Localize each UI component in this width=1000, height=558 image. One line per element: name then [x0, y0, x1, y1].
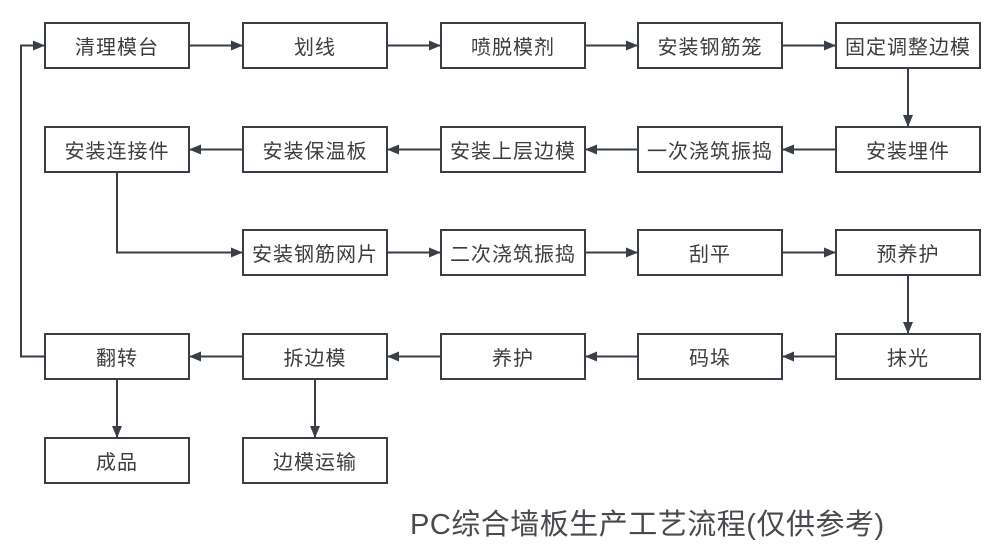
flow-node-pre-curing: 预养护	[835, 229, 981, 276]
flow-node-install-rebar-cage: 安装钢筋笼	[637, 22, 783, 69]
flow-node-screeding: 刮平	[637, 229, 783, 276]
flow-node-side-mold-transport: 边模运输	[242, 437, 388, 484]
flow-node-spray-release-agent: 喷脱模剂	[440, 22, 586, 69]
flow-node-curing: 养护	[440, 333, 586, 380]
flow-node-stacking: 码垛	[637, 333, 783, 380]
flow-node-remove-side-mold: 拆边模	[242, 333, 388, 380]
flow-node-marking: 划线	[242, 22, 388, 69]
flow-node-install-insulation-board: 安装保温板	[242, 126, 388, 173]
flow-node-trowel-polish: 抹光	[835, 333, 981, 380]
flow-node-finished-product: 成品	[44, 437, 190, 484]
flow-node-flipping: 翻转	[44, 333, 190, 380]
flow-node-install-rebar-mesh: 安装钢筋网片	[242, 229, 388, 276]
flow-arrow-flipping-to-clean-mold-table	[20, 40, 45, 358]
flow-node-clean-mold-table: 清理模台	[44, 22, 190, 69]
flow-node-first-pour-vibrate: 一次浇筑振捣	[637, 126, 783, 173]
flow-arrow-install-connectors-to-install-rebar-mesh	[116, 173, 243, 258]
flow-node-install-connectors: 安装连接件	[44, 126, 190, 173]
flow-node-install-embedded-parts: 安装埋件	[835, 126, 981, 173]
diagram-title: PC综合墙板生产工艺流程(仅供参考)	[410, 509, 885, 541]
flow-node-second-pour-vibrate: 二次浇筑振捣	[440, 229, 586, 276]
flow-node-fix-adjust-side-mold: 固定调整边模	[835, 22, 981, 69]
flow-node-install-upper-side-mold: 安装上层边模	[440, 126, 586, 173]
